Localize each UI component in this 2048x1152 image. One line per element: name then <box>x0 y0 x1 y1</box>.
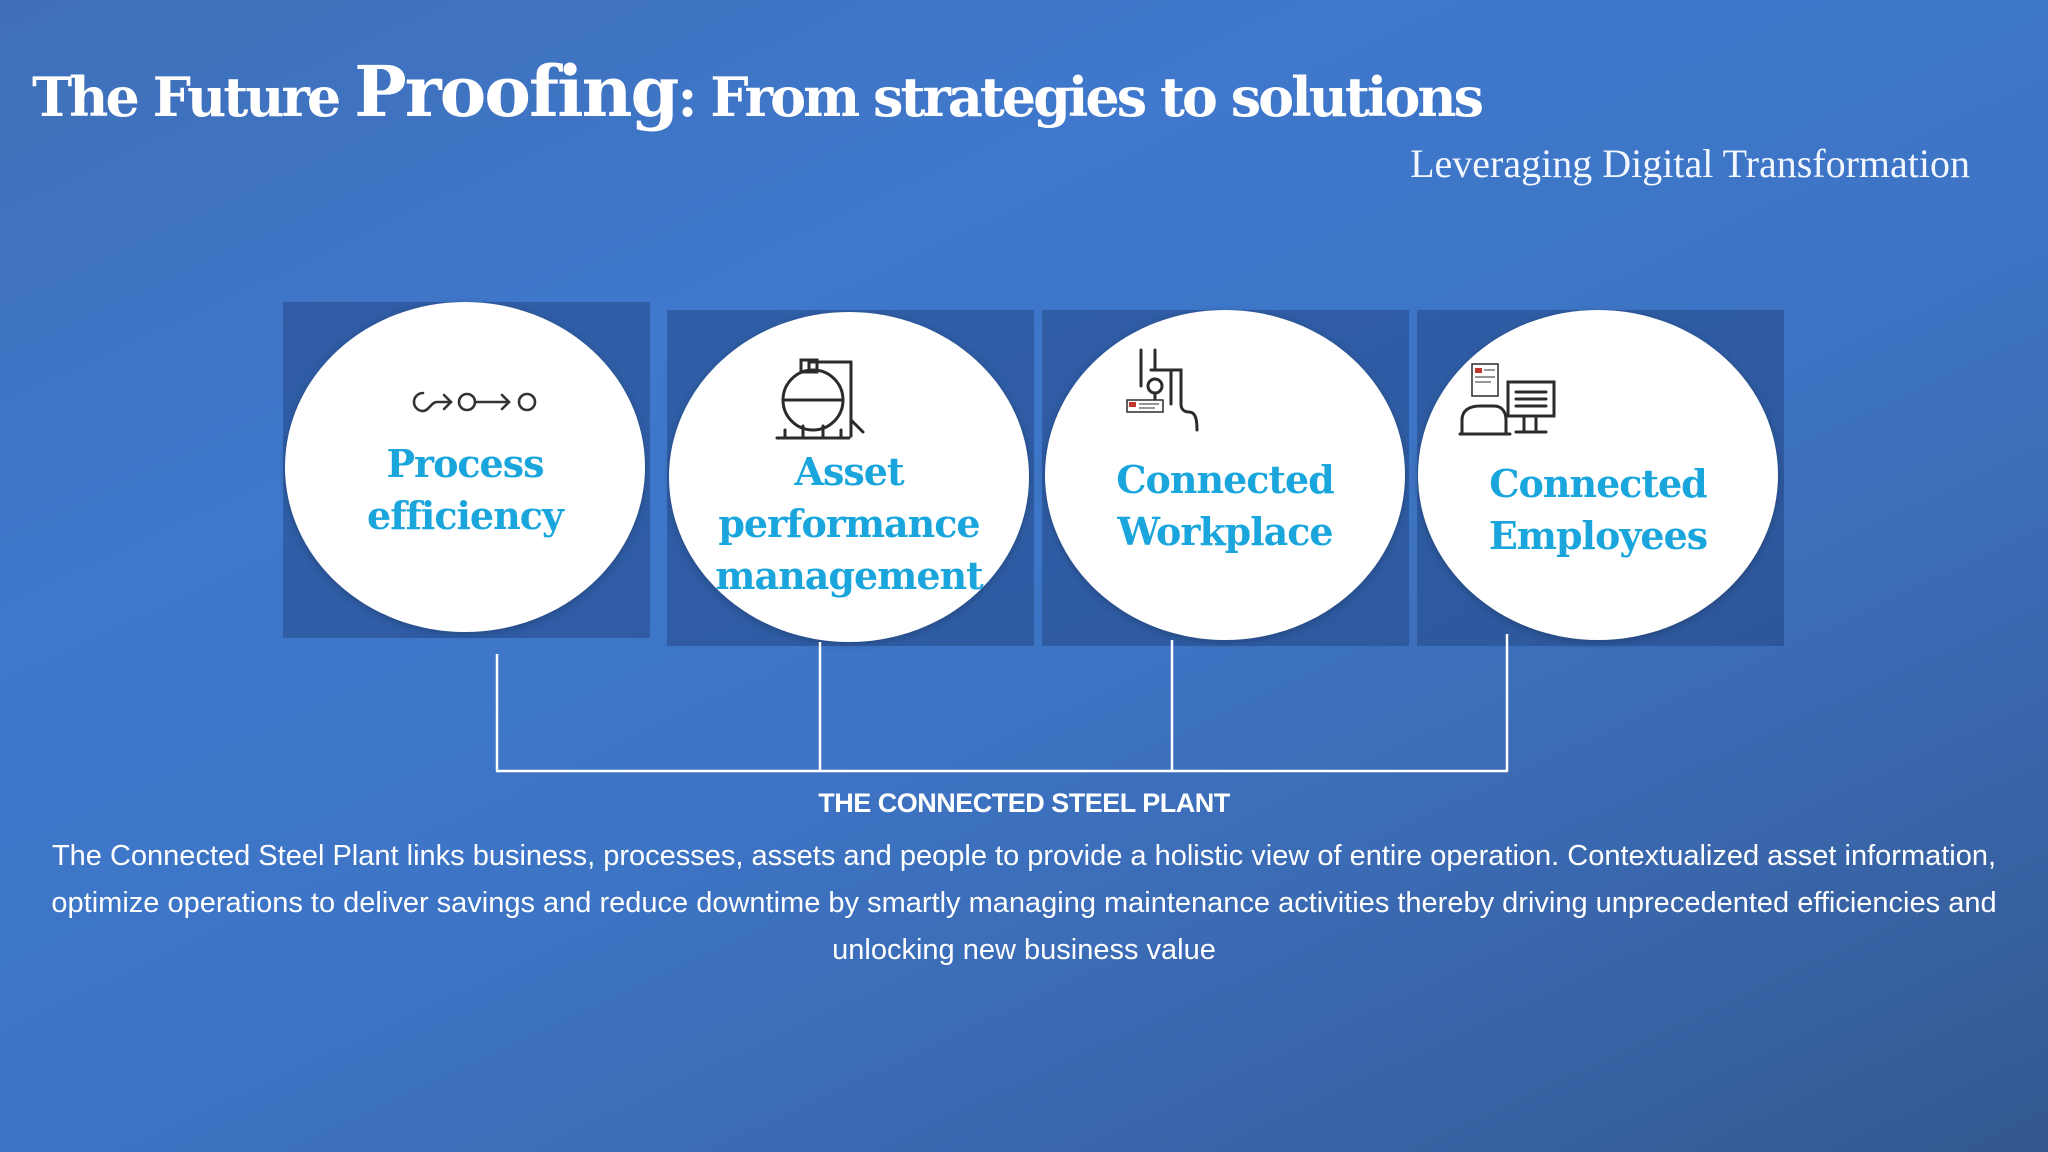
label-line: performance <box>718 501 980 546</box>
title-part-2: Proofing <box>354 50 679 133</box>
pillar-asset-performance-management: Asset performance management <box>669 312 1029 642</box>
description-paragraph: The Connected Steel Plant links business… <box>51 840 1997 966</box>
pillar-process-efficiency: Process efficiency <box>285 302 645 632</box>
pillar-label: Connected Employees <box>1418 458 1778 562</box>
pillar-label: Asset performance management <box>669 446 1029 602</box>
label-line: Connected <box>1116 457 1334 502</box>
pillar-label: Process efficiency <box>285 438 645 542</box>
title-part-1: The Future <box>32 65 355 129</box>
slide-subtitle: Leveraging Digital Transformation <box>1410 141 1970 186</box>
slide-title: The Future Proofing: From strategies to … <box>32 50 1485 133</box>
label-line: Asset <box>794 449 905 494</box>
pillar-connected-workplace: Connected Workplace <box>1045 310 1405 640</box>
process-flow-icon <box>412 391 537 413</box>
title-part-3: : From strategies to solutions <box>677 65 1485 129</box>
label-line: Connected <box>1489 461 1707 506</box>
computer-workstation-icon <box>1458 363 1556 436</box>
tank-icon <box>775 358 865 440</box>
label-line: Workplace <box>1117 509 1333 554</box>
label-line: Process <box>386 441 544 486</box>
robot-arm-icon <box>1126 348 1199 432</box>
label-line: management <box>715 553 983 598</box>
label-line: efficiency <box>367 493 564 538</box>
label-line: Employees <box>1488 513 1708 558</box>
pillar-label: Connected Workplace <box>1045 454 1405 558</box>
pillar-connected-employees: Connected Employees <box>1418 310 1778 640</box>
section-heading: THE CONNECTED STEEL PLANT <box>818 788 1230 818</box>
